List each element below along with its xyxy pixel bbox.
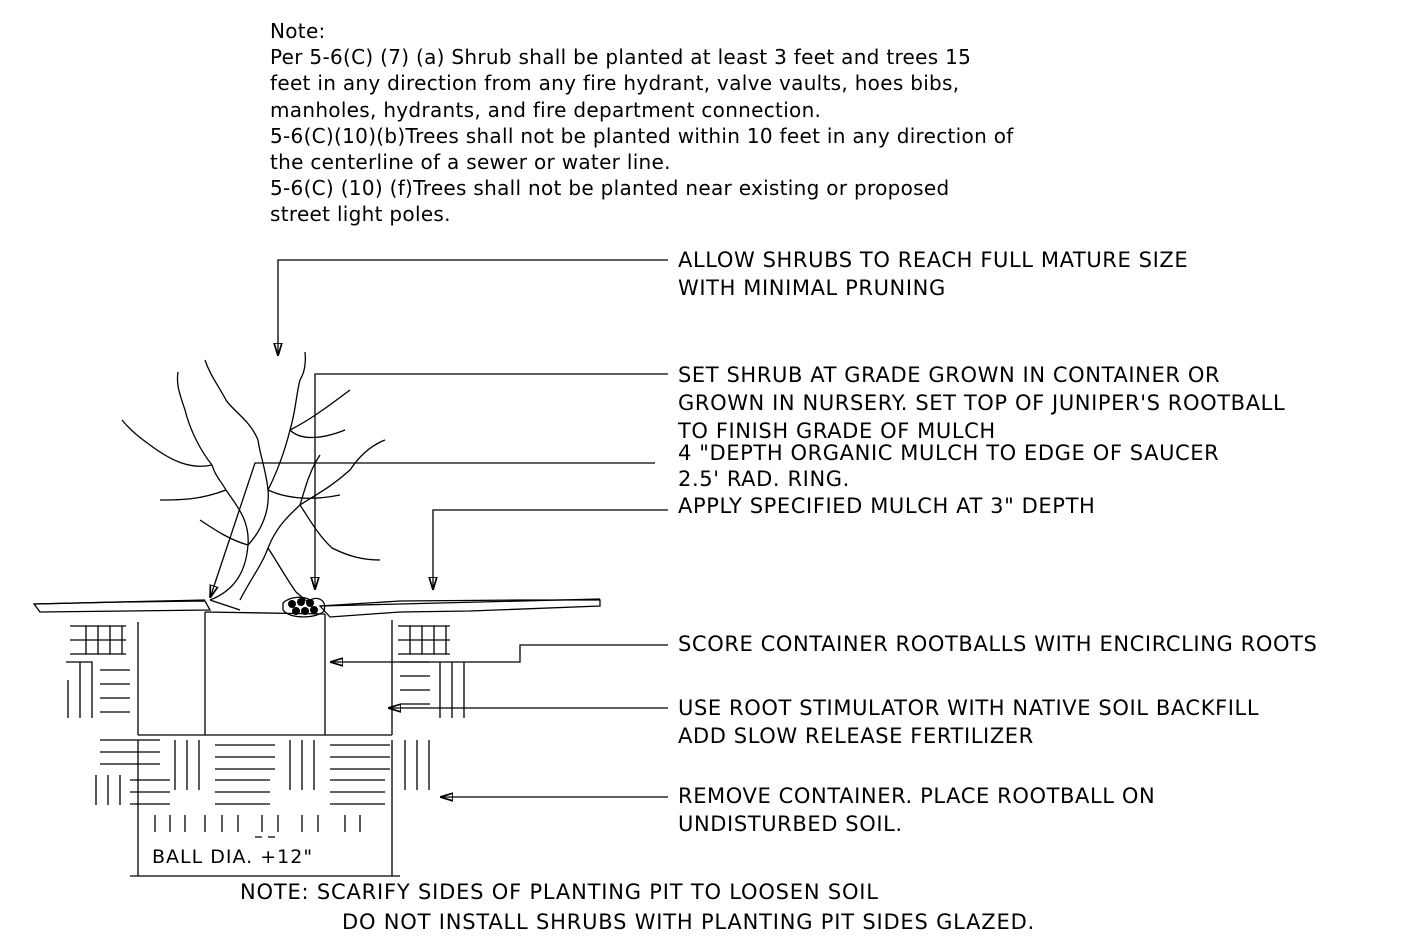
note-heading: Note: xyxy=(270,19,326,43)
note-line: street light poles. xyxy=(270,202,451,227)
mulch-layer xyxy=(32,596,601,618)
note-line: 5-6(C)(10)(b)Trees shall not be planted … xyxy=(270,123,1014,148)
callout-mature-size: ALLOW SHRUBS TO REACH FULL MATURE SIZE W… xyxy=(678,246,1188,302)
ball-dia-dimension-label: BALL DIA. +12" xyxy=(152,846,314,868)
callout-apply-mulch: APPLY SPECIFIED MULCH AT 3" DEPTH xyxy=(678,492,1095,520)
callout-line: GROWN IN NURSERY. SET TOP OF JUNIPER'S R… xyxy=(678,391,1286,415)
callout-line: USE ROOT STIMULATOR WITH NATIVE SOIL BAC… xyxy=(678,696,1260,720)
regulation-note: Note: Per 5-6(C) (7) (a) Shrub shall be … xyxy=(270,18,1130,228)
leader-score-rootballs xyxy=(330,644,668,662)
callout-line: APPLY SPECIFIED MULCH AT 3" DEPTH xyxy=(678,494,1096,518)
leader-mature-size xyxy=(278,259,668,356)
leader-apply-mulch xyxy=(433,509,668,590)
callout-line: 4 "DEPTH ORGANIC MULCH TO EDGE OF SAUCER xyxy=(678,441,1220,465)
soil-hatch xyxy=(66,625,465,838)
note-line: 5-6(C) (10) (f)Trees shall not be plante… xyxy=(270,176,950,201)
callout-line: TO FINISH GRADE OF MULCH xyxy=(678,419,996,443)
note-line: the centerline of a sewer or water line. xyxy=(270,150,671,175)
leader-set-shrub xyxy=(315,373,668,590)
note-line: manholes, hydrants, and fire department … xyxy=(270,97,822,122)
callout-line: WITH MINIMAL PRUNING xyxy=(678,276,946,300)
callout-organic-mulch: 4 "DEPTH ORGANIC MULCH TO EDGE OF SAUCER… xyxy=(678,440,1219,492)
callout-line: SCORE CONTAINER ROOTBALLS WITH ENCIRCLIN… xyxy=(678,632,1318,656)
dimension-line xyxy=(130,740,400,877)
leader-organic-mulch xyxy=(210,462,655,598)
callout-line: UNDISTURBED SOIL. xyxy=(678,812,903,836)
callout-line: REMOVE CONTAINER. PLACE ROOTBALL ON xyxy=(678,784,1156,808)
callout-set-shrub: SET SHRUB AT GRADE GROWN IN CONTAINER OR… xyxy=(678,361,1285,445)
note-line: feet in any direction from any fire hydr… xyxy=(270,71,960,96)
callout-root-stimulator: USE ROOT STIMULATOR WITH NATIVE SOIL BAC… xyxy=(678,694,1259,750)
footnote-line-2: DO NOT INSTALL SHRUBS WITH PLANTING PIT … xyxy=(342,910,1036,934)
callout-score-rootballs: SCORE CONTAINER ROOTBALLS WITH ENCIRCLIN… xyxy=(678,630,1317,658)
callout-line: SET SHRUB AT GRADE GROWN IN CONTAINER OR xyxy=(678,363,1221,387)
rootball xyxy=(137,611,393,736)
callout-line: ALLOW SHRUBS TO REACH FULL MATURE SIZE xyxy=(678,248,1189,272)
note-line: Per 5-6(C) (7) (a) Shrub shall be plante… xyxy=(270,45,972,70)
callout-remove-container: REMOVE CONTAINER. PLACE ROOTBALL ON UNDI… xyxy=(678,782,1155,838)
callout-line: ADD SLOW RELEASE FERTILIZER xyxy=(678,724,1034,748)
footnote-line-1: NOTE: SCARIFY SIDES OF PLANTING PIT TO L… xyxy=(240,880,879,904)
shrub-canopy xyxy=(121,351,386,611)
callout-line: 2.5' RAD. RING. xyxy=(678,467,850,491)
